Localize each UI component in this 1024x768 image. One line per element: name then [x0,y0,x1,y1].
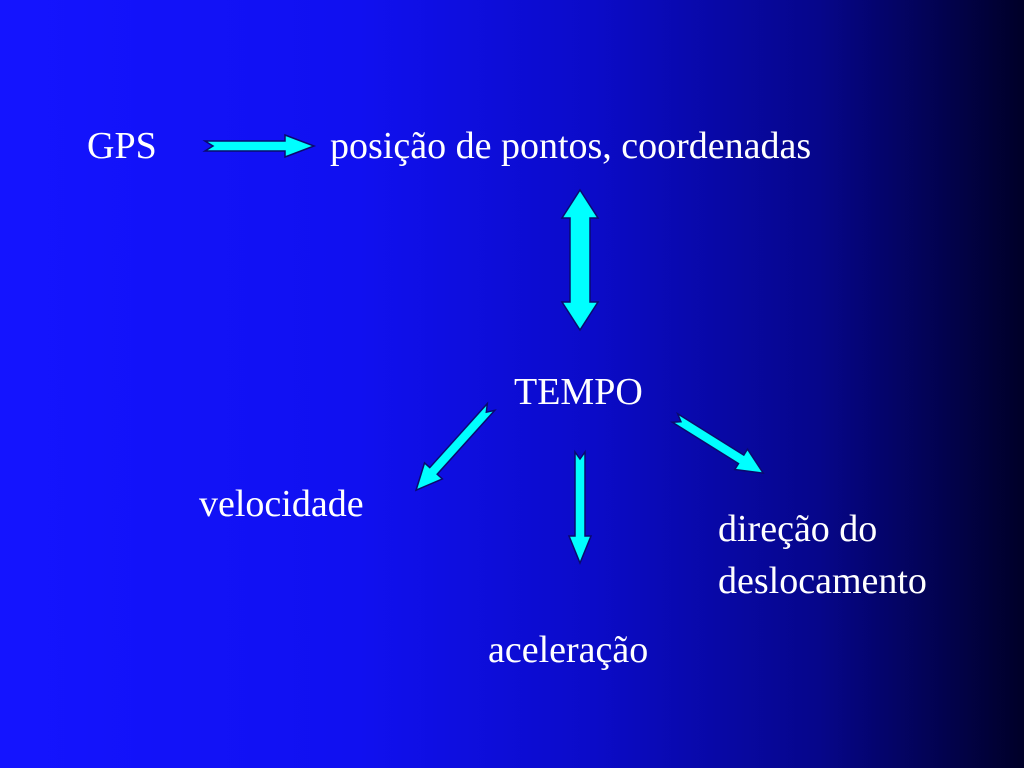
node-velocidade: velocidade [199,483,364,525]
node-posicao-coordenadas: posição de pontos, coordenadas [330,125,812,167]
node-aceleracao: aceleração [488,629,649,671]
arrow-tempo-to-aceleracao [567,449,593,565]
double-arrow-posicao-tempo [560,188,600,332]
node-direcao-deslocamento: direção do deslocamento [718,503,927,607]
node-tempo: TEMPO [514,371,643,413]
node-gps: GPS [87,125,157,167]
arrow-gps-to-posicao [202,133,317,159]
arrow-tempo-to-direcao [669,411,765,475]
node-direcao-line1: direção do [718,508,878,550]
arrow-tempo-to-velocidade [414,401,497,492]
node-direcao-line2: deslocamento [718,560,927,602]
